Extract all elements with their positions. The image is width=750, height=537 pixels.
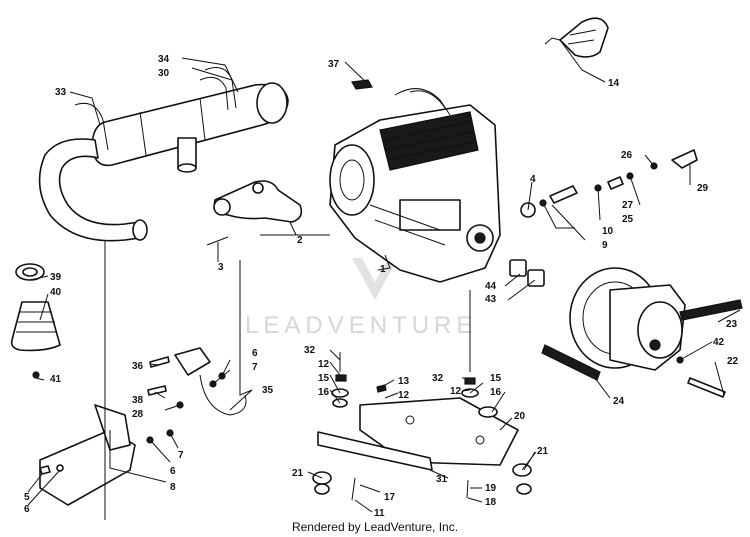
clamp-41 xyxy=(32,371,40,379)
callout-4: 4 xyxy=(530,174,536,185)
callout-12-b: 12 xyxy=(398,390,410,401)
callout-2: 2 xyxy=(297,235,303,246)
callout-6-c: 6 xyxy=(24,504,30,515)
callout-1: 1 xyxy=(380,264,386,275)
mount-left-parts xyxy=(331,352,349,408)
drive-belt-23 xyxy=(679,299,743,321)
drive-clutch xyxy=(569,267,686,371)
callout-15-a: 15 xyxy=(318,373,330,384)
callout-42: 42 xyxy=(713,337,725,348)
callout-28: 28 xyxy=(132,409,144,420)
watermark-text: LEADVENTURE xyxy=(245,312,477,339)
callout-12-a: 12 xyxy=(318,359,330,370)
bolt-11 xyxy=(351,477,356,501)
callout-13: 13 xyxy=(398,376,410,387)
callout-30: 30 xyxy=(158,68,170,79)
callout-8: 8 xyxy=(170,482,176,493)
callout-24: 24 xyxy=(613,396,625,407)
callout-35: 35 xyxy=(262,385,274,396)
callout-34: 34 xyxy=(158,54,170,65)
nut-13 xyxy=(376,384,387,393)
callout-15-b: 15 xyxy=(490,373,502,384)
callout-23: 23 xyxy=(726,319,738,330)
bolt-5 xyxy=(39,465,51,475)
callout-32-a: 32 xyxy=(304,345,316,356)
callout-26: 26 xyxy=(621,150,633,161)
footer-credit: Rendered by LeadVenture, Inc. xyxy=(291,520,459,534)
grommet-39 xyxy=(15,263,45,281)
callout-6-a: 6 xyxy=(252,348,258,359)
callout-10: 10 xyxy=(602,226,614,237)
bolt-22 xyxy=(687,377,726,398)
callout-16-a: 16 xyxy=(318,387,330,398)
bolt-36 xyxy=(149,356,170,368)
callout-41: 41 xyxy=(50,374,62,385)
engine-mount-plate xyxy=(317,397,519,471)
callout-16-b: 16 xyxy=(490,387,502,398)
callout-21-a: 21 xyxy=(292,468,304,479)
rewind-starter-14 xyxy=(544,17,609,58)
exhaust-manifold xyxy=(213,180,303,223)
callout-44: 44 xyxy=(485,281,497,292)
callout-43: 43 xyxy=(485,294,497,305)
callout-25: 25 xyxy=(622,214,634,225)
callout-22: 22 xyxy=(727,356,739,367)
callout-5: 5 xyxy=(24,492,30,503)
callout-18: 18 xyxy=(485,497,497,508)
exhaust-pipe xyxy=(38,138,148,242)
callout-9: 9 xyxy=(602,240,608,251)
callout-21-b: 21 xyxy=(537,446,549,457)
callout-11: 11 xyxy=(374,508,385,519)
callout-19: 19 xyxy=(485,483,497,494)
callout-37: 37 xyxy=(328,59,340,70)
callout-14: 14 xyxy=(608,78,620,89)
callout-36: 36 xyxy=(132,361,144,372)
callout-38: 38 xyxy=(132,395,144,406)
callout-12-c: 12 xyxy=(450,386,462,397)
engine-mount-spacers xyxy=(509,259,545,287)
callout-29: 29 xyxy=(697,183,709,194)
rubber-mounts-21 xyxy=(312,463,532,495)
muffler xyxy=(91,82,289,173)
leader-lines xyxy=(27,39,741,520)
throttle-linkage xyxy=(520,149,698,218)
bolt-38 xyxy=(147,385,167,396)
callout-numbers: 1 2 3 4 5 6 6 6 7 7 8 9 10 11 12 12 12 1… xyxy=(24,54,739,519)
bolt-18 xyxy=(466,479,469,499)
decal-37 xyxy=(351,79,373,90)
callout-39: 39 xyxy=(50,272,62,283)
exhaust-spring-33 xyxy=(74,102,109,151)
callout-40: 40 xyxy=(50,287,62,298)
callout-17: 17 xyxy=(384,492,396,503)
callout-31: 31 xyxy=(436,474,448,485)
callout-27: 27 xyxy=(622,200,634,211)
callout-6-b: 6 xyxy=(170,466,176,477)
callout-7-b: 7 xyxy=(178,450,184,461)
callout-3: 3 xyxy=(218,262,224,273)
callout-32-b: 32 xyxy=(432,373,444,384)
callout-7-a: 7 xyxy=(252,362,258,373)
washer-6 xyxy=(56,464,64,472)
chassis-bracket xyxy=(39,404,174,506)
engine xyxy=(329,88,501,283)
rubber-boot-40 xyxy=(10,301,61,352)
spring-3 xyxy=(206,236,229,246)
callout-20: 20 xyxy=(514,411,526,422)
callout-33: 33 xyxy=(55,87,67,98)
